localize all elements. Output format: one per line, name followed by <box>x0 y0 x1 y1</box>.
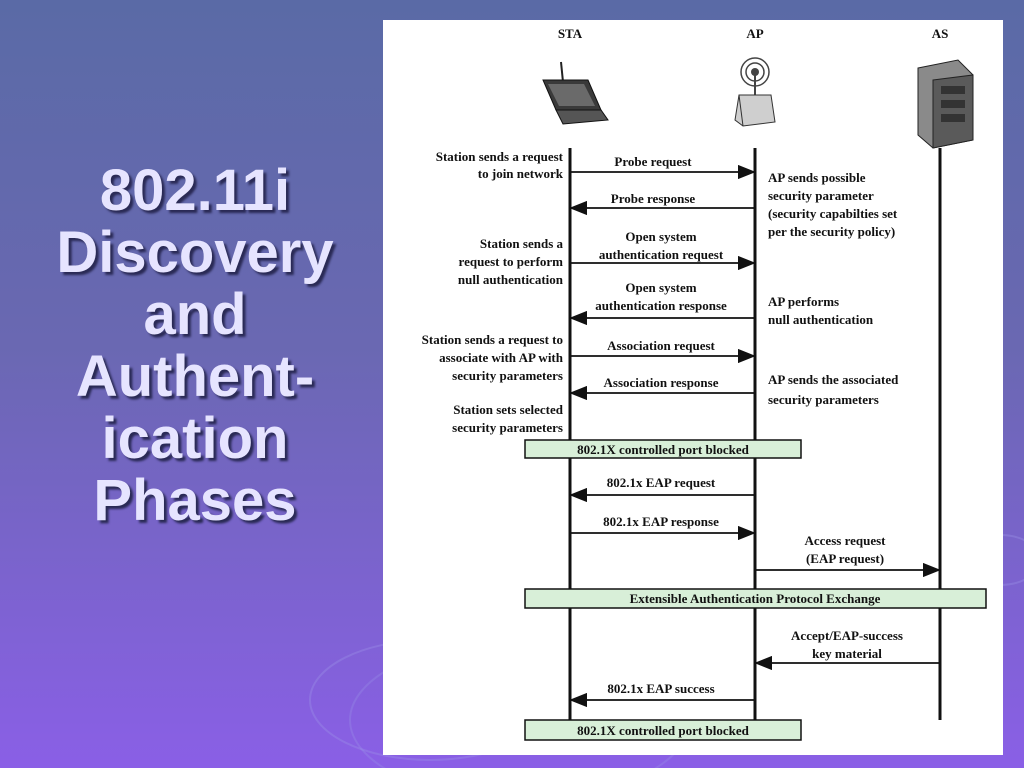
phase-bar: Extensible Authentication Protocol Excha… <box>524 588 987 609</box>
note-line: AP sends possible <box>768 170 866 185</box>
message-arrow: Association request <box>571 338 756 364</box>
title-line: 802.11i <box>99 158 291 223</box>
sta-note: Station sends a request to perform null … <box>458 236 564 287</box>
message-label: Open system <box>625 280 696 295</box>
note-line: security parameters <box>452 420 563 435</box>
message-arrow: Probe response <box>569 191 754 216</box>
message-arrow: 802.1x EAP response <box>571 514 756 541</box>
ap-note: AP performs null authentication <box>768 294 874 327</box>
phase-bar-label: 802.1X controlled port blocked <box>577 723 749 738</box>
ap-note: AP sends the associated security paramet… <box>768 372 899 407</box>
message-label: Probe response <box>611 191 696 206</box>
note-line: security parameters <box>452 368 563 383</box>
entity-label-ap: AP <box>746 26 763 41</box>
slide-title: 802.11i Discovery and Authent- ication P… <box>30 160 360 532</box>
note-line: Station sends a <box>480 236 564 251</box>
message-label: Access request <box>805 533 887 548</box>
sta-note: Station sends a request to join network <box>436 149 564 181</box>
phase-bar: 802.1X controlled port blocked <box>524 719 802 741</box>
note-line: AP sends the associated <box>768 372 899 387</box>
title-line: ication <box>101 406 289 471</box>
entity-label-sta: STA <box>558 26 583 41</box>
message-label: authentication request <box>599 247 724 262</box>
note-line: per the security policy) <box>768 224 895 239</box>
sta-note: Station sets selected security parameter… <box>452 402 564 435</box>
ap-note: AP sends possible security parameter (se… <box>768 170 898 239</box>
phase-bar-label: Extensible Authentication Protocol Excha… <box>630 591 881 606</box>
message-label: Association request <box>607 338 715 353</box>
message-arrow: 802.1x EAP success <box>569 681 754 708</box>
note-line: null authentication <box>458 272 564 287</box>
message-arrow: Open system authentication request <box>571 229 756 271</box>
sequence-diagram: STA AP AS <box>422 26 987 741</box>
note-line: associate with AP with <box>439 350 564 365</box>
laptop-icon <box>542 61 609 125</box>
title-line: Authent- <box>75 344 315 409</box>
message-label: 802.1x EAP success <box>607 681 714 696</box>
phase-bar-label: 802.1X controlled port blocked <box>577 442 749 457</box>
note-line: AP performs <box>768 294 839 309</box>
note-line: Station sends a request <box>436 149 564 164</box>
note-line: to join network <box>478 166 564 181</box>
message-label: 802.1x EAP request <box>607 475 716 490</box>
message-arrow: Probe request <box>571 154 756 180</box>
message-arrow: Open system authentication response <box>569 280 754 326</box>
message-arrow: Access request (EAP request) <box>756 533 941 578</box>
note-line: (security capabilties set <box>768 206 898 221</box>
message-label: Probe request <box>614 154 692 169</box>
title-line: Discovery <box>56 220 334 285</box>
sequence-diagram-panel: STA AP AS <box>383 20 1003 755</box>
note-line: security parameter <box>768 188 874 203</box>
message-arrow: Association response <box>569 375 754 401</box>
note-line: security parameters <box>768 392 879 407</box>
note-line: request to perform <box>459 254 564 269</box>
entity-label-as: AS <box>932 26 949 41</box>
message-label: authentication response <box>595 298 727 313</box>
note-line: null authentication <box>768 312 874 327</box>
access-point-icon <box>734 57 776 127</box>
message-label: 802.1x EAP response <box>603 514 719 529</box>
sta-note: Station sends a request to associate wit… <box>422 332 564 383</box>
phase-bar: 802.1X controlled port blocked <box>524 439 802 459</box>
message-arrow: 802.1x EAP request <box>569 475 754 503</box>
note-line: Station sets selected <box>453 402 564 417</box>
message-label: key material <box>812 646 882 661</box>
server-icon <box>917 59 974 149</box>
message-label: (EAP request) <box>806 551 884 566</box>
message-label: Association response <box>604 375 719 390</box>
message-arrow: Accept/EAP-success key material <box>754 628 939 671</box>
note-line: Station sends a request to <box>422 332 563 347</box>
title-line: and <box>143 282 247 347</box>
message-label: Open system <box>625 229 696 244</box>
title-line: Phases <box>93 468 297 533</box>
message-label: Accept/EAP-success <box>791 628 903 643</box>
